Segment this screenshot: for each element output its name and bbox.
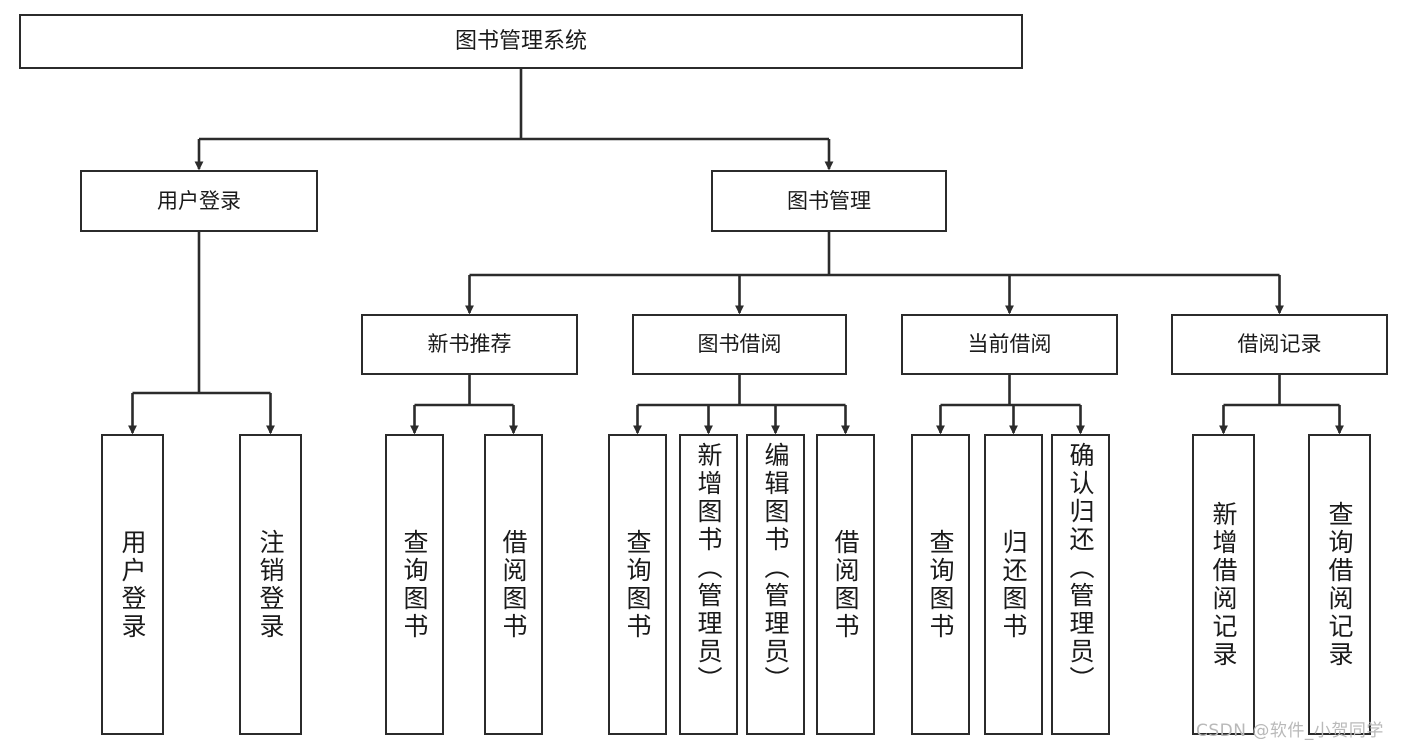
node-label: 查询借阅记录 bbox=[1325, 500, 1354, 669]
watermark-label: CSDN @软件_小贺同学 bbox=[1196, 721, 1384, 741]
node-borrow[interactable]: 图书借阅 bbox=[632, 314, 847, 375]
node-l-addrec[interactable]: 新增借阅记录 bbox=[1192, 434, 1255, 735]
node-label: 图书管理系统 bbox=[454, 28, 587, 54]
node-current[interactable]: 当前借阅 bbox=[901, 314, 1118, 375]
node-label: 归还图书 bbox=[999, 528, 1028, 641]
node-login[interactable]: 用户登录 bbox=[80, 170, 318, 232]
node-l-q3[interactable]: 查询图书 bbox=[911, 434, 970, 735]
node-label: 用户登录 bbox=[157, 188, 241, 213]
node-l-add[interactable]: 新增图书（管理员） bbox=[679, 434, 738, 735]
node-l-login[interactable]: 用户登录 bbox=[101, 434, 164, 735]
node-label: 图书借阅 bbox=[697, 332, 782, 357]
node-label: 新增借阅记录 bbox=[1209, 500, 1238, 669]
node-label: 查询图书 bbox=[623, 528, 652, 641]
node-l-edit[interactable]: 编辑图书（管理员） bbox=[746, 434, 805, 735]
node-l-qrec[interactable]: 查询借阅记录 bbox=[1308, 434, 1371, 735]
node-label: 借阅图书 bbox=[499, 528, 528, 641]
node-l-q2[interactable]: 查询图书 bbox=[608, 434, 667, 735]
node-label: 借阅记录 bbox=[1237, 332, 1322, 357]
node-label: 确认归还（管理员） bbox=[1066, 442, 1095, 694]
node-label: 用户登录 bbox=[118, 528, 147, 641]
node-l-return[interactable]: 归还图书 bbox=[984, 434, 1043, 735]
node-label: 借阅图书 bbox=[831, 528, 860, 641]
node-newbook[interactable]: 新书推荐 bbox=[361, 314, 578, 375]
node-l-b1[interactable]: 借阅图书 bbox=[484, 434, 543, 735]
node-l-confirm[interactable]: 确认归还（管理员） bbox=[1051, 434, 1110, 735]
node-l-q1[interactable]: 查询图书 bbox=[385, 434, 444, 735]
node-bookmgmt[interactable]: 图书管理 bbox=[711, 170, 947, 232]
node-label: 新增图书（管理员） bbox=[694, 442, 723, 694]
node-label: 查询图书 bbox=[400, 528, 429, 641]
node-l-logout[interactable]: 注销登录 bbox=[239, 434, 302, 735]
node-label: 编辑图书（管理员） bbox=[761, 442, 790, 694]
node-label: 查询图书 bbox=[926, 528, 955, 641]
node-label: 新书推荐 bbox=[427, 332, 512, 357]
node-label: 当前借阅 bbox=[967, 332, 1052, 357]
node-l-b2[interactable]: 借阅图书 bbox=[816, 434, 875, 735]
node-label: 注销登录 bbox=[256, 528, 285, 641]
node-records[interactable]: 借阅记录 bbox=[1171, 314, 1388, 375]
node-root[interactable]: 图书管理系统 bbox=[19, 14, 1023, 69]
node-label: 图书管理 bbox=[787, 188, 871, 213]
